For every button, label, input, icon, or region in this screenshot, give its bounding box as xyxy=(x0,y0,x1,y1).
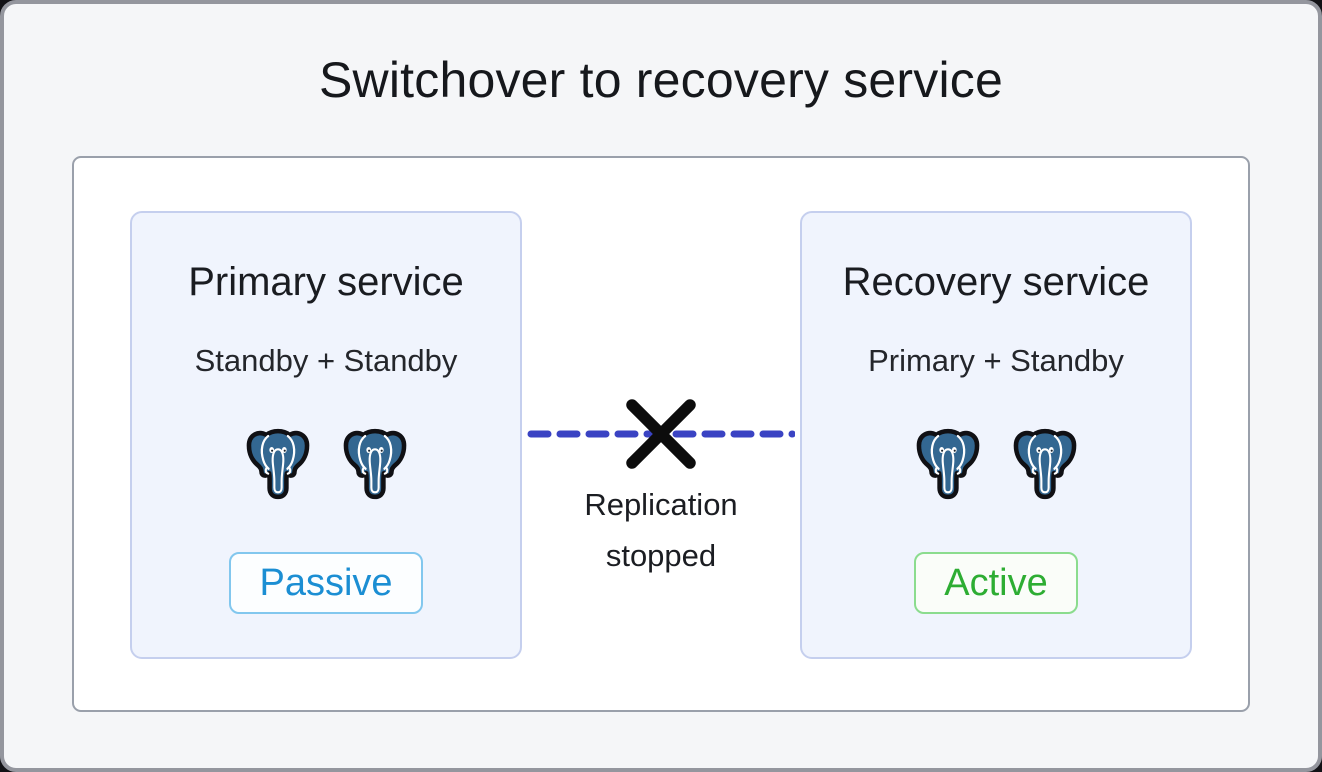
status-badge-passive: Passive xyxy=(229,552,423,614)
card-subtitle: Standby + Standby xyxy=(194,343,458,378)
postgres-elephant-icon xyxy=(1010,424,1080,504)
postgres-elephant-icon xyxy=(243,424,313,504)
database-icon-row xyxy=(243,424,410,504)
postgres-elephant-icon xyxy=(913,424,983,504)
postgres-elephant-icon xyxy=(340,424,410,504)
diagram-title: Switchover to recovery service xyxy=(318,52,1003,108)
diagram-panel: Primary service Standby + Standby Passiv… xyxy=(72,156,1250,712)
card-subtitle: Primary + Standby xyxy=(868,343,1124,378)
card-title: Primary service xyxy=(188,260,464,304)
card-primary-service: Primary service Standby + Standby Passiv… xyxy=(130,211,522,659)
x-mark-icon xyxy=(626,399,696,469)
card-title: Recovery service xyxy=(842,260,1150,304)
card-recovery-service: Recovery service Primary + Standby Activ… xyxy=(800,211,1192,659)
replication-connector: Replication stopped xyxy=(522,211,800,659)
replication-stopped-label: Replication stopped xyxy=(584,487,738,573)
status-badge-active: Active xyxy=(914,552,1078,614)
database-icon-row xyxy=(913,424,1080,504)
